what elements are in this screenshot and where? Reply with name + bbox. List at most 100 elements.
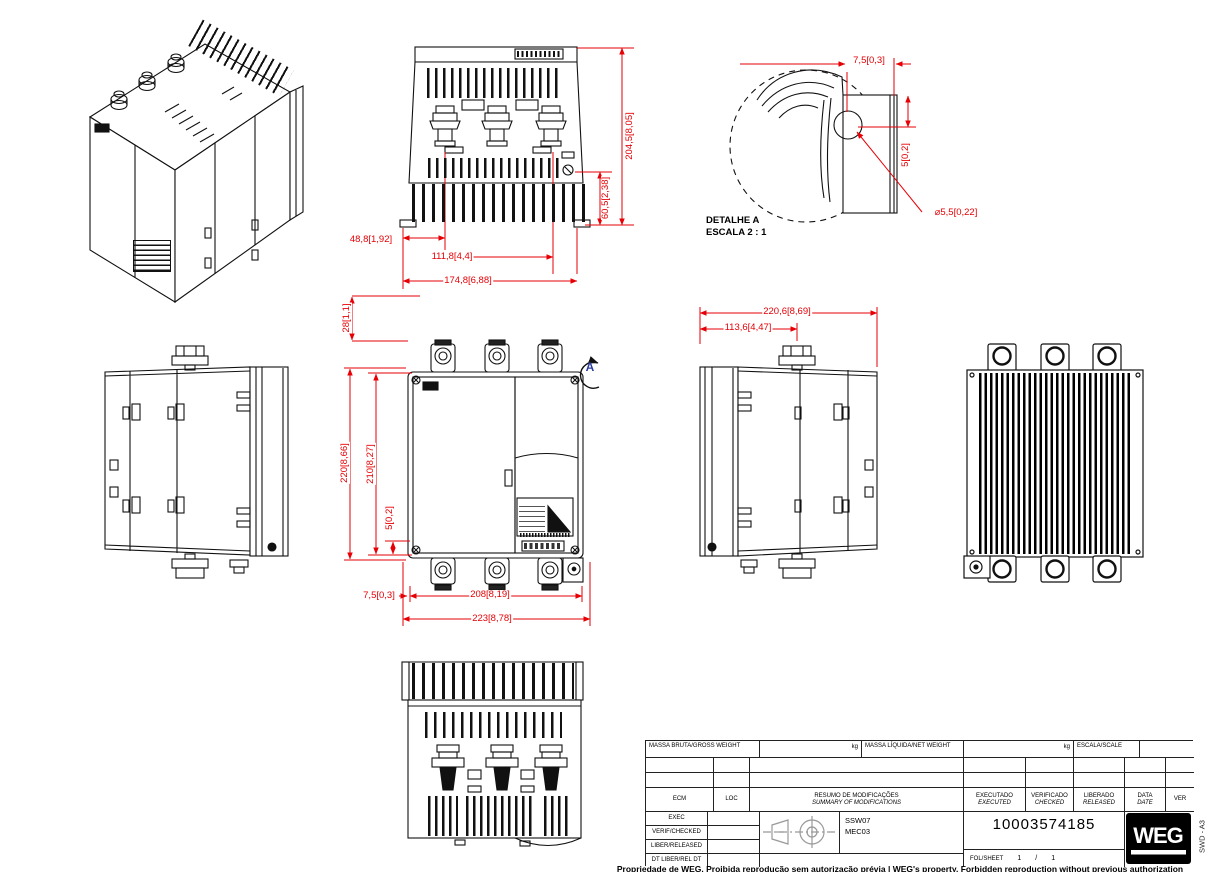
liber-row-label: LIBER/RELEASED — [646, 839, 707, 853]
rev-row — [646, 772, 713, 787]
bottom-view-upper-vents — [425, 712, 562, 738]
rating-label-barcode — [520, 533, 570, 537]
product-code: SSW07 — [845, 816, 871, 825]
gross-weight-value: kg — [759, 741, 861, 757]
detail-a-callout-letter: A — [585, 360, 595, 374]
title-block: MASSA BRUTA/GROSS WEIGHT kg MASSA LÍQUID… — [645, 740, 1194, 867]
mec-code: MEC03 — [845, 827, 871, 836]
document-number-cell: 10003574185 — [963, 811, 1124, 849]
dim-front-hole-height: 210[8,27] — [365, 443, 376, 485]
projection-symbol-cell — [759, 811, 839, 853]
dim-front-hole-width: 208[8,19] — [469, 589, 511, 600]
format-code: SWD - A3 — [1197, 820, 1207, 853]
rev-row — [963, 772, 1025, 787]
top-view-connector-pins — [517, 51, 561, 57]
bottom-view-vents-right — [544, 796, 569, 836]
loc-header: LOC — [713, 787, 749, 811]
rev-row — [646, 757, 713, 772]
rev-row — [1165, 772, 1194, 787]
bottom-view-heatsink-fins — [412, 663, 574, 699]
detail-a-title-line1: DETALHE A — [706, 215, 760, 226]
gross-weight-label: MASSA BRUTA/GROSS WEIGHT — [646, 741, 759, 757]
rev-row — [713, 757, 749, 772]
rev-row — [1073, 757, 1124, 772]
ver-header: VER — [1165, 787, 1194, 811]
dim-detail-hole-diameter: ⌀5,5[0,22] — [934, 207, 978, 218]
weg-logo: WEG — [1126, 813, 1191, 864]
dim-front-width: 223[8,78] — [471, 613, 513, 624]
rev-row — [963, 757, 1025, 772]
sheet-separator: / — [1035, 855, 1038, 862]
detail-a-title: DETALHE A ESCALA 2 : 1 — [706, 215, 766, 238]
sheet-cell: FOL/SHEET 1 / 1 — [963, 849, 1124, 867]
rev-row — [749, 772, 963, 787]
dim-detail-offset-x: 7,5[0,3] — [852, 55, 886, 66]
document-number: 10003574185 — [992, 816, 1096, 833]
empty-cell — [759, 853, 963, 867]
rev-row — [1073, 772, 1124, 787]
iso-vent-grille — [133, 240, 171, 272]
dtliber-row-label: DT LIBER/REL DT — [646, 853, 707, 867]
scale-value — [1139, 741, 1194, 757]
dim-side-depth: 220,6[8,69] — [762, 306, 812, 317]
rev-row — [749, 757, 963, 772]
verif-row-label: VERIF/CHECKED — [646, 825, 707, 839]
dim-top-terminal-spacing: 111,8[4,4] — [430, 251, 474, 262]
exec-row-value — [707, 811, 759, 825]
dtliber-row-value — [707, 853, 759, 867]
third-angle-projection-icon — [763, 816, 835, 848]
rating-label-lines — [519, 502, 545, 532]
front-view — [407, 339, 584, 591]
detail-a-scale-line: ESCALA 2 : 1 — [706, 226, 767, 238]
dim-top-height: 204,5[8,05] — [624, 111, 635, 161]
weg-logo-text: WEG — [1133, 823, 1183, 848]
net-weight-value: kg — [963, 741, 1073, 757]
top-view-lower-vents — [428, 158, 560, 178]
rev-row — [1124, 772, 1165, 787]
property-notice: Propriedade de WEG. Proibida reprodução … — [616, 864, 1184, 872]
right-side-view — [699, 345, 878, 579]
top-view-heatsink-fins — [412, 184, 588, 222]
dim-detail-offset-y: 5[0,2] — [900, 142, 911, 168]
isometric-view — [88, 43, 304, 304]
bottom-view-vents-center — [466, 796, 536, 836]
dim-top-left-offset: 48,8[1,92] — [349, 234, 393, 245]
net-weight-unit: kg — [1063, 744, 1070, 750]
dim-top-width: 174,8[6,88] — [443, 275, 493, 286]
scale-label: ESCALA/SCALE — [1073, 741, 1139, 757]
detail-a-arrow — [579, 356, 600, 389]
ecm-header: ECM — [646, 787, 713, 811]
top-view-upper-vents — [427, 68, 559, 98]
rev-row — [1025, 772, 1073, 787]
rev-row — [1124, 757, 1165, 772]
rev-row — [1165, 757, 1194, 772]
bottom-view-vents-left — [428, 796, 458, 836]
weg-logo-cell: WEG — [1124, 811, 1194, 867]
sheet-label: FOL/SHEET — [970, 855, 1004, 862]
dim-front-height: 220[8,66] — [339, 442, 350, 484]
exec-row-label: EXEC — [646, 811, 707, 825]
product-code-cell: SSW07 MEC03 — [839, 811, 963, 853]
dim-top-lower-height: 60,5[2,38] — [600, 175, 611, 221]
detail-a-view — [729, 69, 898, 223]
dim-side-bolt-depth: 113,6[4,47] — [723, 322, 773, 333]
rev-row — [1025, 757, 1073, 772]
verif-row-value — [707, 825, 759, 839]
gross-weight-unit: kg — [851, 744, 858, 750]
sheet-number: 1 — [1017, 855, 1022, 862]
sheet-total: 1 — [1051, 855, 1056, 862]
liber-row-value — [707, 839, 759, 853]
rear-heatsink-fins — [979, 373, 1133, 554]
rev-row — [713, 772, 749, 787]
left-side-view — [104, 345, 289, 579]
dim-front-top-offset: 28[1,1] — [341, 302, 352, 334]
dim-front-hole-inset: 5[0,2] — [384, 505, 395, 531]
net-weight-label: MASSA LÍQUIDA/NET WEIGHT — [861, 741, 963, 757]
